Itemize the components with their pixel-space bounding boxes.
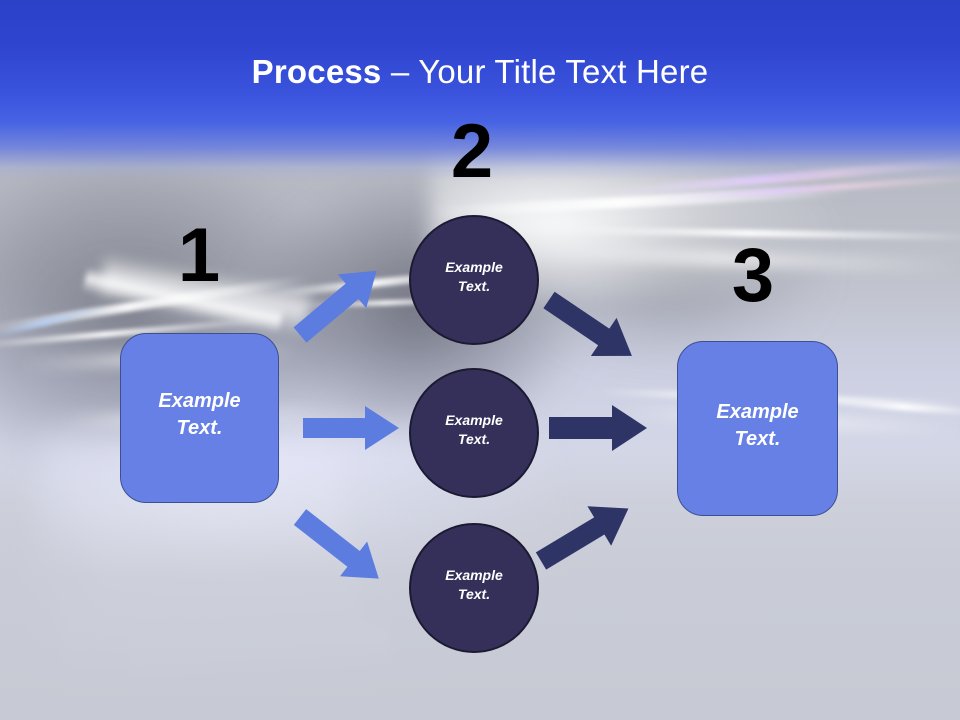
label-line-1: Example [445, 412, 503, 429]
arrow-left-to-circle-bottom-icon [293, 505, 410, 579]
label-line-2: Text. [457, 586, 491, 602]
arrow-circle-bottom-to-right-box-icon [535, 505, 656, 580]
step-number-1: 1 [177, 213, 221, 298]
page-title: Process – Your Title Text Here [0, 52, 960, 92]
process-circle-middle-label: Example Text. [445, 411, 503, 448]
process-circle-middle[interactable]: Example Text. [409, 368, 539, 498]
title-regular-part: Your Title Text Here [418, 53, 709, 90]
label-line-2: Text. [457, 278, 491, 294]
label-line-2: Text. [176, 417, 223, 439]
label-line-1: Example [158, 390, 241, 413]
title-band [0, 0, 960, 180]
process-box-left-label: Example Text. [158, 388, 240, 441]
step-number-3: 3 [731, 233, 775, 318]
process-circle-bottom-label: Example Text. [445, 566, 503, 603]
arrow-left-to-circle-top-icon [293, 270, 410, 350]
title-bold-part: Process [251, 53, 382, 90]
process-circle-top-label: Example Text. [445, 258, 503, 295]
process-box-left[interactable]: Example Text. [120, 333, 279, 503]
label-line-1: Example [445, 259, 503, 276]
step-number-2: 2 [450, 109, 494, 194]
label-line-2: Text. [734, 427, 781, 450]
label-line-1: Example [445, 567, 503, 584]
process-box-right[interactable]: Example Text. [677, 341, 838, 516]
process-circle-bottom[interactable]: Example Text. [409, 523, 539, 653]
arrow-circle-top-to-right-box-icon [543, 288, 659, 358]
process-box-right-label: Example Text. [716, 399, 798, 452]
label-line-2: Text. [457, 431, 491, 447]
process-circle-top[interactable]: Example Text. [409, 215, 539, 345]
arrow-left-to-circle-middle-icon [303, 405, 403, 451]
title-separator: – [381, 53, 419, 90]
arrow-circle-middle-to-right-box-icon [549, 405, 654, 451]
label-line-1: Example [716, 400, 799, 423]
